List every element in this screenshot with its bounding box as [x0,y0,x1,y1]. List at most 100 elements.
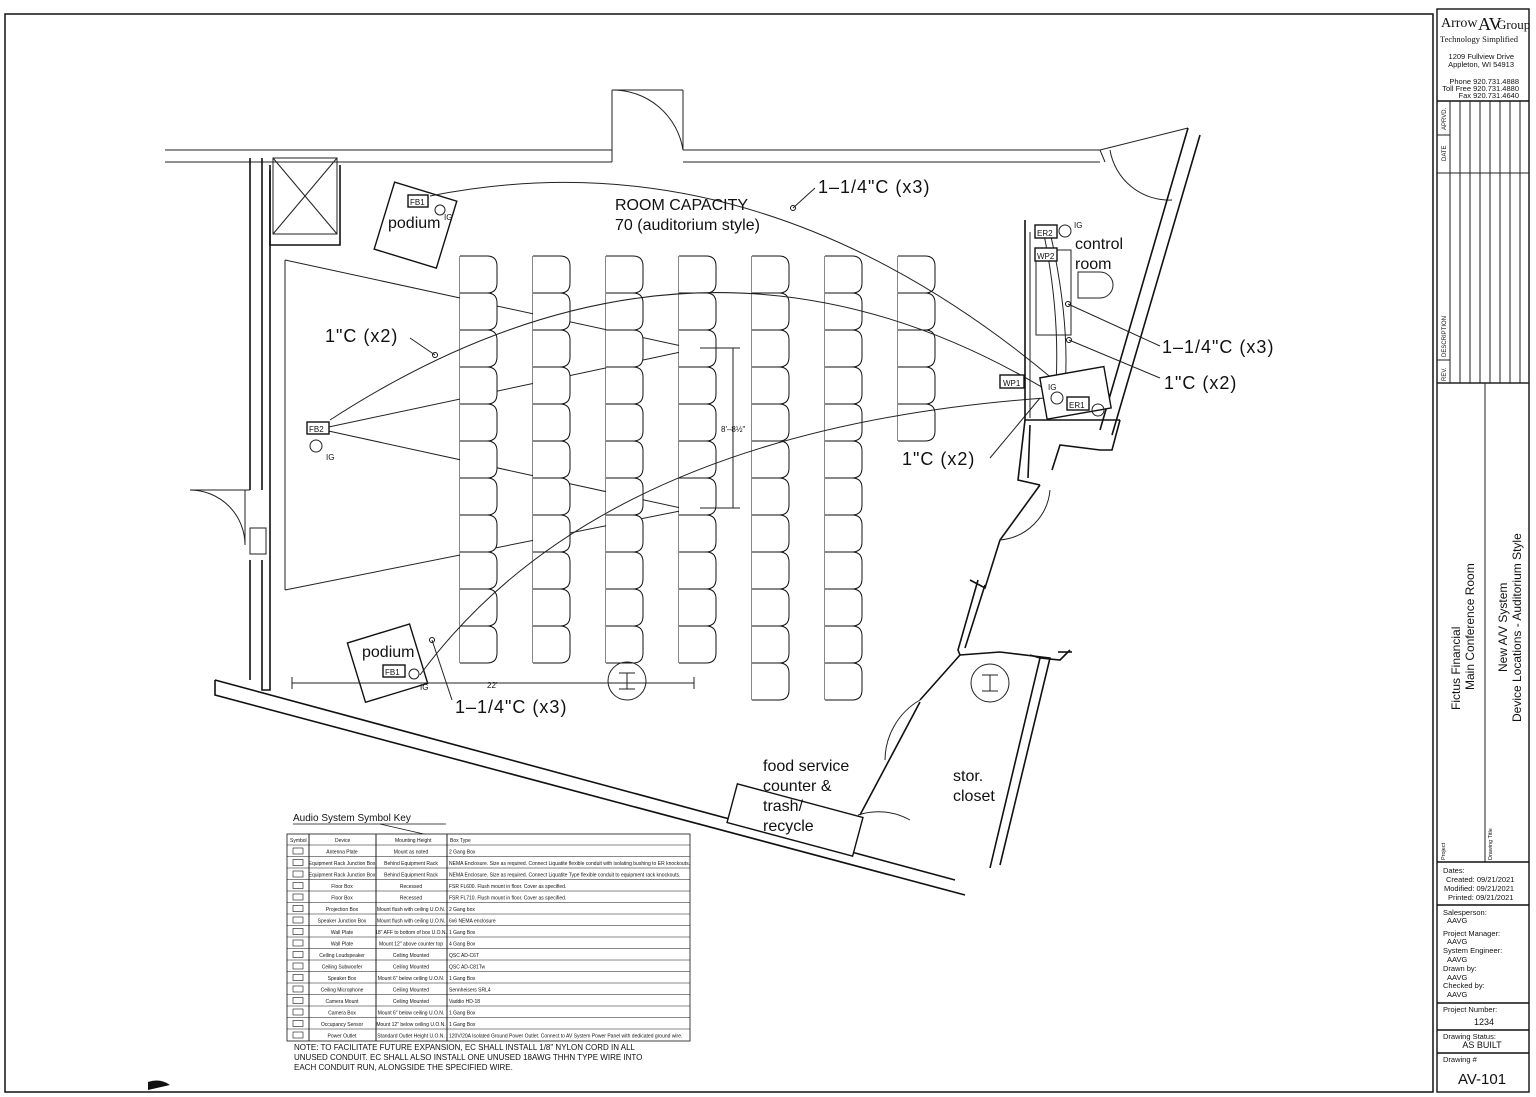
seat [898,255,936,294]
salesperson-label: Salesperson: [1443,908,1487,917]
key-device: Speaker Box [328,976,357,982]
seat-column [678,255,717,664]
top-corridor-walls [165,89,1189,201]
title-block: Arrow AV Group Technology Simplified 120… [1436,8,1530,1093]
seat [606,625,644,664]
key-mounting: Recessed [400,884,422,890]
seat [533,292,571,331]
project-number-label: Project Number: [1443,1005,1497,1014]
key-box-type: 6x6 NEMA enclosure [449,919,496,925]
key-box-type: 120V/20A Isolated Ground Power Outlet. C… [449,1034,682,1040]
antenna-plate-icon [292,847,304,855]
logo-tagline: Technology Simplified [1440,34,1519,44]
drawn-by-label: Drawn by: [1443,964,1477,973]
floor-box-icon [292,882,304,889]
drawing-number-label: Drawing # [1443,1055,1478,1064]
seat [460,477,498,516]
key-box-type: FSR FL600. Flush mount in floor. Cover a… [449,884,566,890]
key-device: Floor Box [331,884,353,890]
symbol-key-title: Audio System Symbol Key [293,813,411,824]
key-header-symbol: Symbol [290,838,307,844]
ig-tag-fb2: IG [326,453,334,462]
wp1-tag: WP1 [1003,379,1021,388]
ceiling-speakers [607,661,1010,703]
key-box-type: 4 Gang Box [449,942,476,948]
key-device: Ceiling Subwoofer [322,965,363,971]
dimension-width: 22' [487,681,498,690]
key-box-type: 2 Gang Box [449,850,476,856]
seat [460,292,498,331]
key-box-type: 1 Gang Box [449,976,476,982]
ig-tag-bottom: IG [420,683,428,692]
key-mounting: Behind Equipment Rack [384,861,438,867]
seat [825,366,863,405]
seat [606,292,644,331]
key-mounting: 18" AFF to bottom of box U.O.N. [375,930,447,936]
seat [679,255,717,294]
seat [825,403,863,442]
seat [679,514,717,553]
project-label: Project [1441,842,1447,860]
seat [752,477,790,516]
key-box-type: NEMA Enclosure. Size as required. Connec… [449,873,680,879]
seat [460,440,498,479]
key-device: Occupancy Sensor [321,1022,364,1028]
control-room-label-2: room [1075,256,1111,273]
fb1-bottom-tag: FB1 [385,668,400,677]
address-line-1: 1209 Fullview Drive [1449,52,1514,61]
right-walls [859,419,1121,869]
seat [898,366,936,405]
seat [752,514,790,553]
seat [606,403,644,442]
conduit-label-right-lower: 1"C (x2) [1164,373,1237,393]
speaker-box-icon [292,974,304,981]
key-header-box: Box Type [450,838,471,844]
key-box-type: Vaddio HD-18 [449,999,480,1005]
key-mounting: Ceiling Mounted [393,999,429,1005]
seat [825,514,863,553]
seat [825,588,863,627]
conduit-label-top: 1–1/4"C (x3) [818,177,930,197]
symbol-key: Audio System Symbol Key Symbol Device Mo… [148,813,691,1090]
conduit-label-bottom: 1–1/4"C (x3) [455,697,567,717]
key-mounting: Mount flush with ceiling U.O.N. [377,919,445,925]
seat [533,477,571,516]
seat [752,366,790,405]
key-device: Ceiling Microphone [321,988,364,994]
seat [752,662,790,701]
food-service-label-1: food service [763,758,849,775]
seat [533,588,571,627]
key-device: Wall Plate [331,942,354,948]
podium-bottom: FB1 IG podium [346,623,429,704]
seat [679,440,717,479]
seat [825,255,863,294]
system-engineer-value: AAVG [1447,955,1467,964]
ceiling-mic-icon [292,985,304,993]
salesperson-value: AAVG [1447,916,1467,925]
key-device: Camera Mount [325,999,359,1005]
date-header: DATE [1442,145,1448,161]
er-box-icon [292,859,304,866]
podium-top-label: podium [388,215,440,232]
seat [679,403,717,442]
dates-label: Dates: [1443,866,1465,875]
room-capacity-value: 70 (auditorium style) [615,217,760,234]
key-mounting: Mount as noted [394,850,429,856]
key-note-line-3: EACH CONDUIT RUN, ALONGSIDE THE SPECIFIE… [294,1063,513,1072]
key-device: Power Outlet [328,1034,358,1040]
drawing-title-1: New A/V System [1496,583,1510,672]
ig-tag-top: IG [444,213,452,222]
project-name-2: Main Conference Room [1463,563,1477,690]
seat [679,366,717,405]
seat [460,514,498,553]
date-printed: Printed: 09/21/2021 [1448,893,1513,902]
date-modified: Modified: 09/21/2021 [1444,884,1514,893]
description-header: DESCRIPTION [1442,316,1448,357]
